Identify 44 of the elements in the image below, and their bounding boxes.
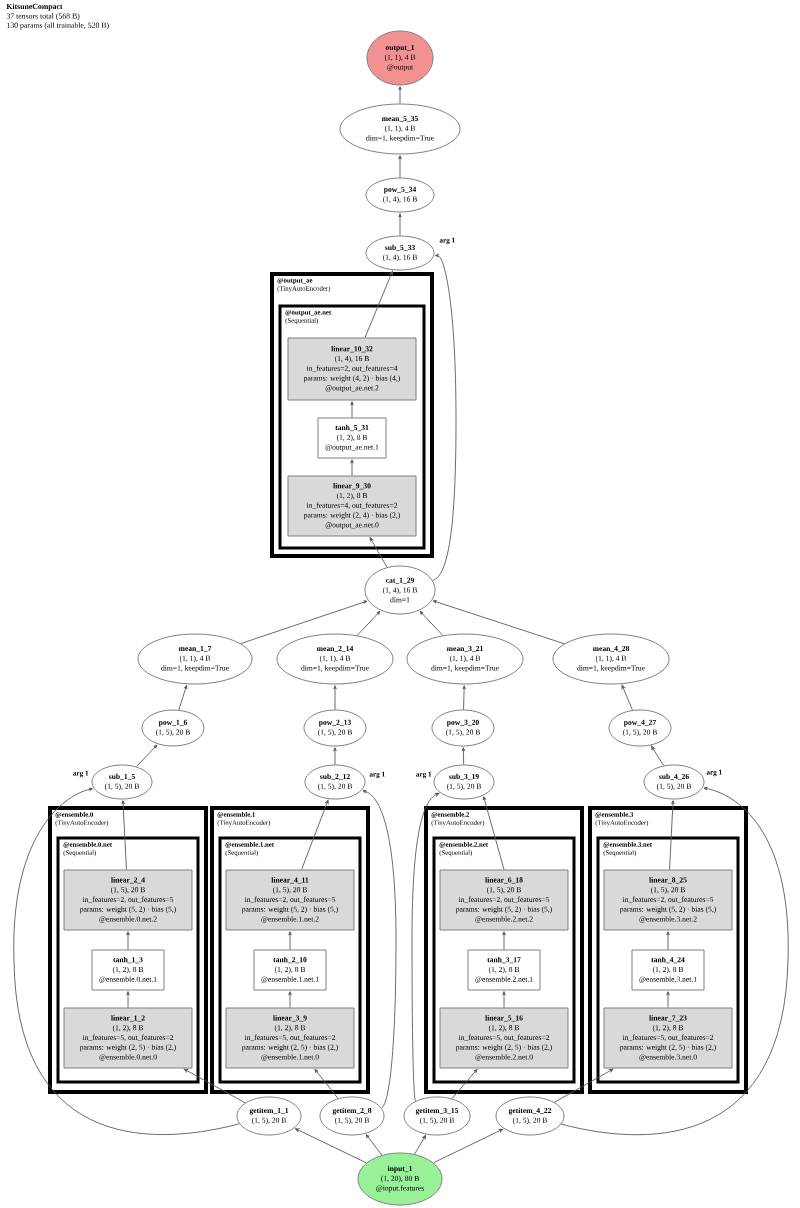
arrow [126,931,130,950]
arrow [121,800,127,870]
arrow [333,747,337,765]
arrow [398,86,402,104]
arrow [350,401,354,418]
arrow [369,537,388,568]
arrow [621,684,633,711]
arrow [295,1128,367,1164]
arrow [502,931,506,950]
curved-arrow [560,786,789,1136]
arrow [240,600,368,645]
arrow [333,685,337,710]
arrow [365,1134,383,1156]
arrow [666,931,670,950]
arrow [502,991,506,1008]
arrow [356,610,381,636]
arrow [301,799,329,870]
arrow [433,1128,504,1164]
arrow [183,1068,246,1104]
arrow [288,991,292,1008]
arrow [178,684,188,711]
arrow [288,931,292,950]
arrow [398,213,402,236]
arrow [666,991,670,1008]
arrow [314,1069,339,1099]
curved-arrow [432,253,457,581]
arrow [126,991,130,1008]
arrow [136,744,158,768]
curved-arrow [362,789,397,1109]
arrow [482,796,505,870]
arrow [669,800,675,870]
arrow [432,600,565,645]
arrow [651,745,665,766]
arrow [350,459,354,476]
arrow [414,1135,426,1155]
curved-arrow [411,792,440,1102]
arrow [462,685,466,710]
arrow [451,1068,478,1099]
arrow [553,1068,614,1103]
arrow [398,155,402,178]
arrow [364,270,393,338]
arrow [419,610,444,636]
arrow [461,747,466,765]
curved-arrow [13,787,240,1136]
